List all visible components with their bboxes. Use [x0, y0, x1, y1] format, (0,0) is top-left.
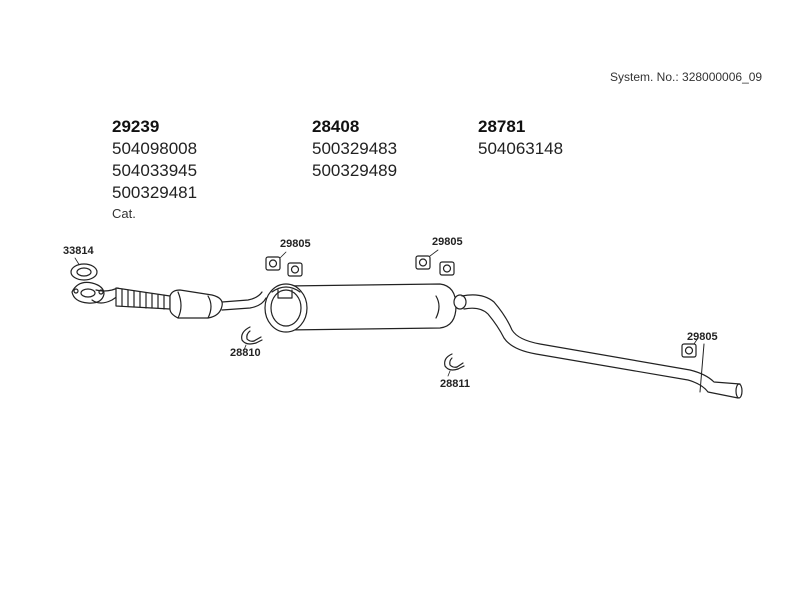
- callout-clamp-mid: 28811: [440, 378, 470, 390]
- part-number-main: 28408: [312, 117, 360, 136]
- part-number-alt: 504063148: [478, 139, 564, 158]
- tail-pipe-part: [453, 294, 743, 399]
- callout-clamp-front: 28810: [230, 347, 261, 359]
- part-group-tail-pipe: 28781 504063148: [478, 116, 563, 160]
- callout-mount-rear-muffler: 29805: [432, 236, 463, 248]
- part-number-alt: 504033945: [112, 161, 198, 180]
- part-number-alt: 500329481: [112, 183, 198, 202]
- clamp-mid-part: [444, 353, 465, 377]
- gasket-part: [70, 257, 98, 281]
- rubber-mount-rear-muffler-part: [415, 249, 455, 276]
- part-group-catalyst: 29239 504098008 504033945 500329481 Cat.: [112, 116, 197, 224]
- middle-muffler-part: [264, 283, 457, 333]
- callout-mount-tail: 29805: [687, 331, 718, 343]
- part-number-alt: 504098008: [112, 139, 198, 158]
- part-number-main: 28781: [478, 117, 526, 136]
- part-note: Cat.: [112, 206, 136, 221]
- part-group-middle-muffler: 28408 500329483 500329489: [312, 116, 397, 182]
- callout-mount-front: 29805: [280, 238, 311, 250]
- part-number-alt: 500329489: [312, 161, 398, 180]
- front-pipe-part: [71, 281, 171, 310]
- rubber-mount-front-part: [265, 251, 303, 277]
- part-number-alt: 500329483: [312, 139, 398, 158]
- system-number: System. No.: 328000006_09: [610, 70, 763, 84]
- callout-gasket: 33814: [63, 245, 94, 257]
- part-number-main: 29239: [112, 117, 160, 136]
- catalytic-converter-part: [169, 289, 267, 319]
- clamp-front-part: [241, 326, 263, 351]
- rubber-mount-tail-part: [681, 337, 699, 358]
